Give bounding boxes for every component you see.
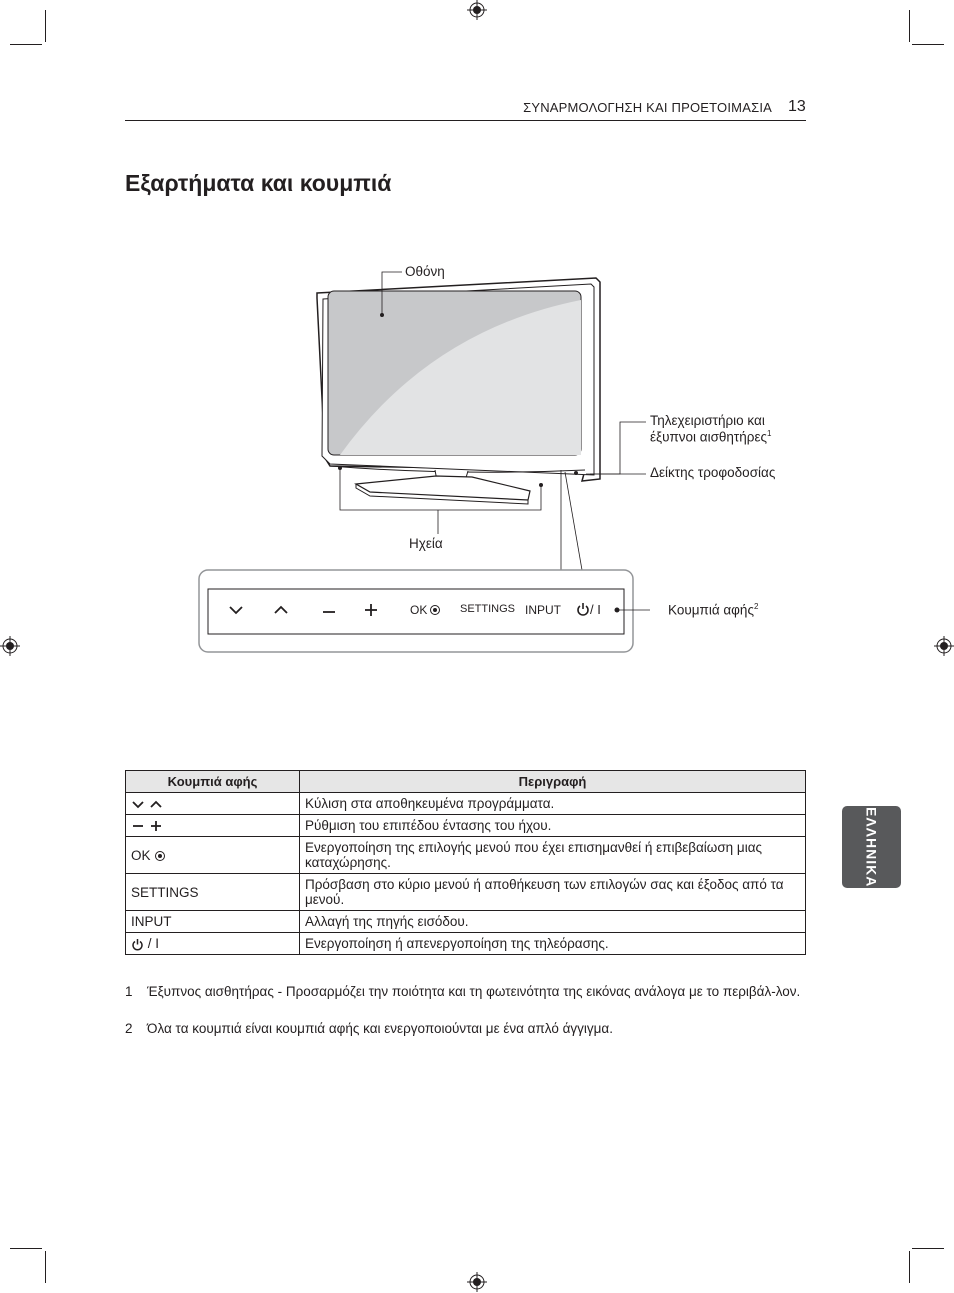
table-cell-description: Αλλαγή της πηγής εισόδου.	[299, 910, 806, 933]
footnote-1: 1 Έξυπνος αισθητήρας - Προσαρμόζει την π…	[125, 982, 809, 1022]
table-cell-description: Ενεργοποίηση ή απενεργοποίηση της τηλεόρ…	[299, 932, 806, 955]
table-cell-description: Πρόσβαση στο κύριο μενού ή αποθήκευση τω…	[299, 873, 806, 911]
panel-input-label: INPUT	[525, 603, 561, 617]
page-number: 13	[788, 98, 806, 115]
table-cell-description: Ρύθμιση του επιπέδου έντασης του ήχου.	[299, 814, 806, 837]
footnote-text: Όλα τα κουμπιά είναι κουμπιά αφής και εν…	[147, 1021, 613, 1036]
crop-mark	[912, 1248, 944, 1249]
table-cell-key: OK	[125, 836, 300, 874]
label-power-indicator: Δείκτης τροφοδοσίας	[650, 465, 776, 480]
table-row: Κύλιση στα αποθηκευμένα προγράμματα.	[125, 792, 806, 815]
crop-mark	[909, 10, 910, 42]
footnote-number: 1	[125, 984, 133, 999]
footnote-ref-1: 1	[766, 429, 772, 438]
table-header-description: Περιγραφή	[299, 770, 806, 793]
page-title: Εξαρτήματα και κουμπιά	[125, 170, 392, 196]
tv-illustration	[198, 271, 650, 653]
table-cell-key: / I	[125, 932, 300, 955]
chevron-up-icon	[150, 801, 162, 809]
power-icon	[132, 938, 143, 951]
crop-mark	[10, 1248, 42, 1249]
crop-mark	[912, 44, 944, 45]
key-label-power: / I	[147, 936, 160, 951]
table-header-row: Κουμπιά αφής Περιγραφή	[125, 770, 806, 793]
power-icon	[577, 603, 589, 616]
crop-mark	[909, 1251, 910, 1283]
panel-power-label: / I	[590, 602, 601, 617]
language-tab-label: ΕΛΛΗΝΙΚΑ	[863, 806, 880, 888]
table-cell-key	[125, 814, 300, 837]
chevron-down-icon	[229, 606, 243, 615]
registration-mark-icon	[934, 636, 954, 656]
crop-mark	[10, 44, 42, 45]
language-tab: ΕΛΛΗΝΙΚΑ	[842, 806, 901, 888]
table-cell-key: INPUT	[125, 910, 300, 933]
table-row: OK Ενεργοποίηση της επιλογής μενού που έ…	[125, 836, 806, 874]
header-section-title: ΣΥΝΑΡΜΟΛΟΓΗΣΗ ΚΑΙ ΠΡΟΕΤΟΙΜΑΣΙΑ	[523, 100, 772, 115]
footnote-2: 2 Όλα τα κουμπιά είναι κουμπιά αφής και …	[125, 1019, 809, 1039]
ok-dot-icon	[155, 850, 166, 861]
registration-mark-icon	[467, 1272, 487, 1292]
registration-mark-icon	[0, 636, 20, 656]
key-label-ok: OK	[131, 847, 151, 863]
table-cell-description: Κύλιση στα αποθηκευμένα προγράμματα.	[299, 792, 806, 815]
chevron-down-icon	[132, 801, 144, 809]
plus-icon	[150, 821, 161, 832]
footnote-number: 2	[125, 1021, 133, 1036]
ok-dot-icon	[430, 605, 440, 615]
table-row: INPUT Αλλαγή της πηγής εισόδου.	[125, 910, 806, 933]
table-header-buttons: Κουμπιά αφής	[125, 770, 300, 793]
label-remote-sensor-line2: έξυπνοι αισθητήρες1	[650, 429, 772, 445]
panel-settings-label: SETTINGS	[460, 603, 516, 615]
panel-ok-label: OK	[410, 603, 428, 617]
crop-mark	[45, 1251, 46, 1283]
table-row: / I Ενεργοποίηση ή απενεργοποίηση της τη…	[125, 932, 806, 955]
registration-mark-icon	[467, 0, 487, 20]
table-cell-key	[125, 792, 300, 815]
label-touch-buttons: Κουμπιά αφής2	[668, 602, 759, 618]
footnote-ref-2: 2	[753, 602, 759, 611]
table-cell-key: SETTINGS	[125, 873, 300, 911]
chevron-up-icon	[274, 605, 288, 614]
table-row: SETTINGS Πρόσβαση στο κύριο μενού ή αποθ…	[125, 873, 806, 911]
table-cell-description: Ενεργοποίηση της επιλογής μενού που έχει…	[299, 836, 806, 874]
label-speakers: Ηχεία	[409, 536, 443, 551]
footnote-text: Έξυπνος αισθητήρας - Προσαρμόζει την ποι…	[147, 984, 801, 999]
header-divider	[125, 120, 806, 121]
minus-icon	[133, 825, 143, 828]
plus-icon	[365, 604, 377, 616]
touch-buttons-table: Κουμπιά αφής Περιγραφή Κύλιση στα αποθηκ…	[125, 770, 806, 955]
label-remote-sensor-line1: Τηλεχειριστήριο και	[650, 413, 765, 428]
crop-mark	[45, 10, 46, 42]
label-screen: Οθόνη	[405, 264, 445, 279]
table-row: Ρύθμιση του επιπέδου έντασης του ήχου.	[125, 814, 806, 837]
